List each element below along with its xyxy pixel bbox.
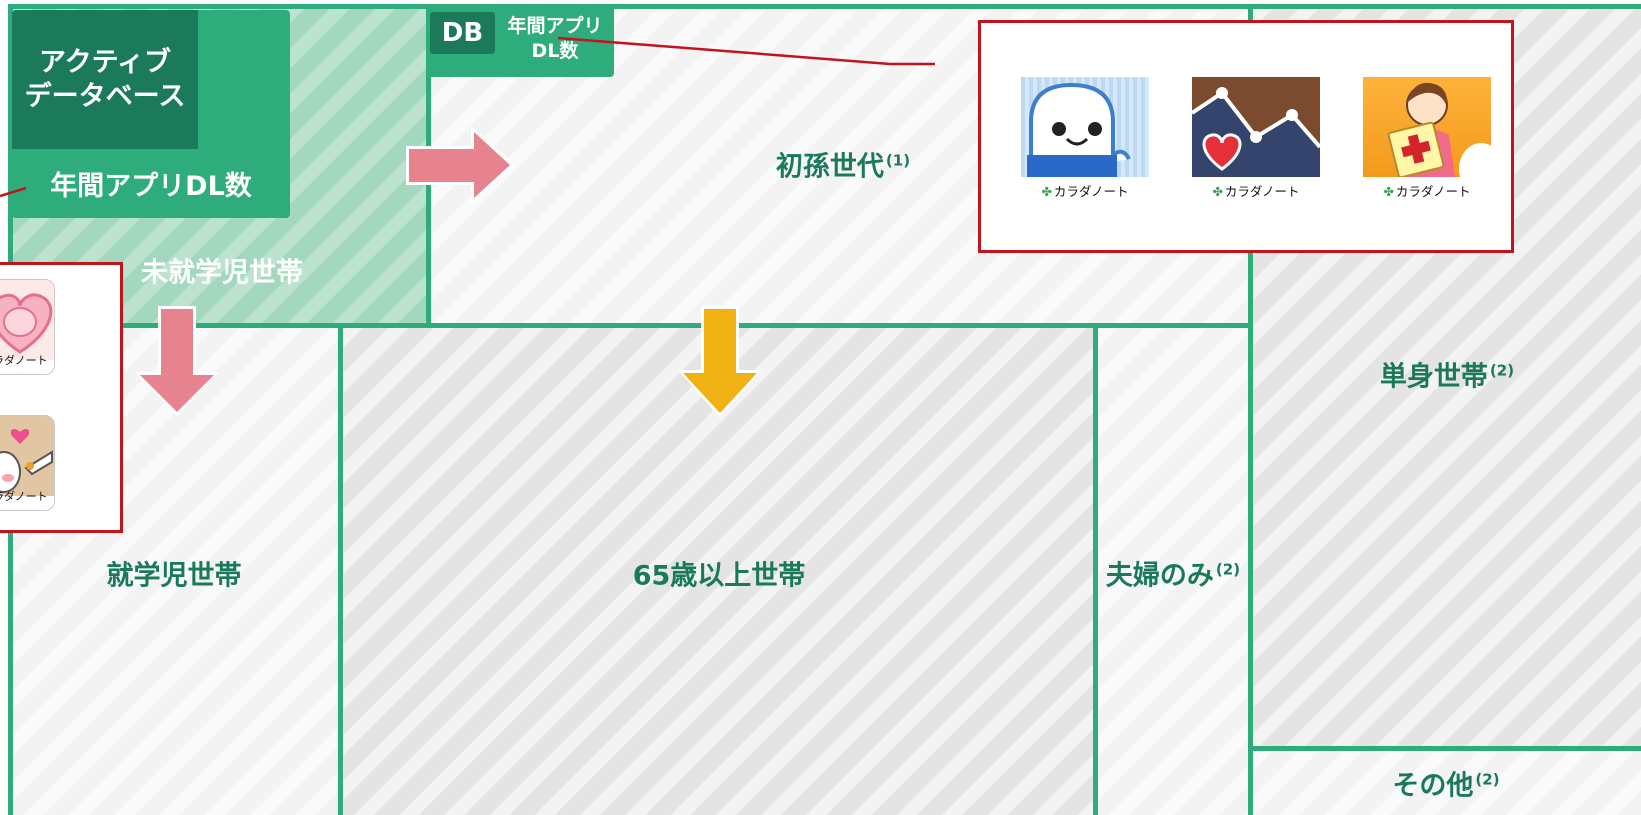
app-card-2-brand: ✤カラダノート — [1192, 181, 1320, 200]
label-single: 単身世帯(2) — [1380, 355, 1514, 394]
label-other: その他(2) — [1392, 764, 1499, 803]
app-card-1[interactable]: ✤カラダノート — [1021, 77, 1149, 200]
other-cell — [1253, 751, 1641, 815]
app-card-1-brand: ✤カラダノート — [1021, 181, 1149, 200]
label-first-grandchild: 初孫世代(1) — [776, 145, 910, 184]
clover-icon: ✤ — [1383, 184, 1394, 199]
app-tile-1-brand: カラダノート — [0, 354, 48, 367]
ghost-mascot-icon — [1021, 77, 1149, 177]
app-card-3-brand: ✤カラダノート — [1363, 181, 1491, 200]
divider-h1 — [8, 323, 1253, 328]
label-couple-note: (2) — [1215, 560, 1241, 579]
label-other-text: その他 — [1392, 770, 1474, 802]
db-tag: DB — [430, 12, 495, 54]
label-single-note: (2) — [1489, 361, 1515, 380]
db-badge-line2: DL数 — [531, 39, 579, 62]
label-first-grandchild-text: 初孫世代 — [775, 151, 884, 183]
label-elderly: 65歳以上世帯 — [632, 560, 806, 592]
app-popup-left: カラダノート カラダノート — [0, 262, 123, 533]
legend-annual-dl: 年間アプリDL数 — [50, 170, 252, 202]
app-card-1-brand-text: カラダノート — [1053, 184, 1129, 199]
clover-icon: ✤ — [1212, 184, 1223, 199]
app-tile-1[interactable]: カラダノート — [0, 279, 55, 375]
app-tile-2[interactable]: カラダノート — [0, 415, 55, 511]
elderly-cell — [343, 328, 1093, 815]
label-couple: 夫婦のみ(2) — [1106, 554, 1240, 593]
label-first-grandchild-note: (1) — [885, 151, 911, 170]
divider-v2 — [1248, 4, 1253, 815]
divider-v4 — [1093, 323, 1098, 815]
label-couple-text: 夫婦のみ — [1105, 560, 1214, 592]
app-card-2[interactable]: ✤カラダノート — [1192, 77, 1320, 200]
nurse-notebook-icon — [1363, 77, 1491, 177]
app-tile-2-brand: カラダノート — [0, 490, 48, 503]
db-badge-line1: 年間アプリ — [507, 15, 603, 37]
divider-v3 — [338, 323, 343, 815]
legend-active-db: アクティブ データベース — [12, 10, 198, 149]
baby-in-heart-icon — [0, 280, 54, 360]
label-preschool: 未就学児世帯 — [141, 257, 303, 289]
legend-active-db-line1: アクティブ — [38, 46, 172, 78]
db-badge-text: 年間アプリ DL数 — [500, 14, 610, 63]
app-card-2-brand-text: カラダノート — [1224, 184, 1300, 199]
divider-h2 — [1248, 746, 1641, 751]
couple-cell — [1098, 328, 1248, 815]
app-card-3-brand-text: カラダノート — [1395, 184, 1471, 199]
label-single-text: 単身世帯 — [1379, 361, 1488, 393]
clover-icon: ✤ — [1041, 184, 1052, 199]
label-school-age: 就学児世帯 — [106, 560, 242, 592]
legend-active-db-line2: データベース — [24, 80, 186, 112]
label-other-note: (2) — [1475, 770, 1500, 789]
app-popup-top: ✤カラダノート ✤カラダノート — [978, 20, 1514, 253]
baby-food-icon — [0, 416, 54, 496]
heart-graph-icon — [1192, 77, 1320, 177]
app-card-3[interactable]: ✤カラダノート — [1363, 77, 1491, 200]
